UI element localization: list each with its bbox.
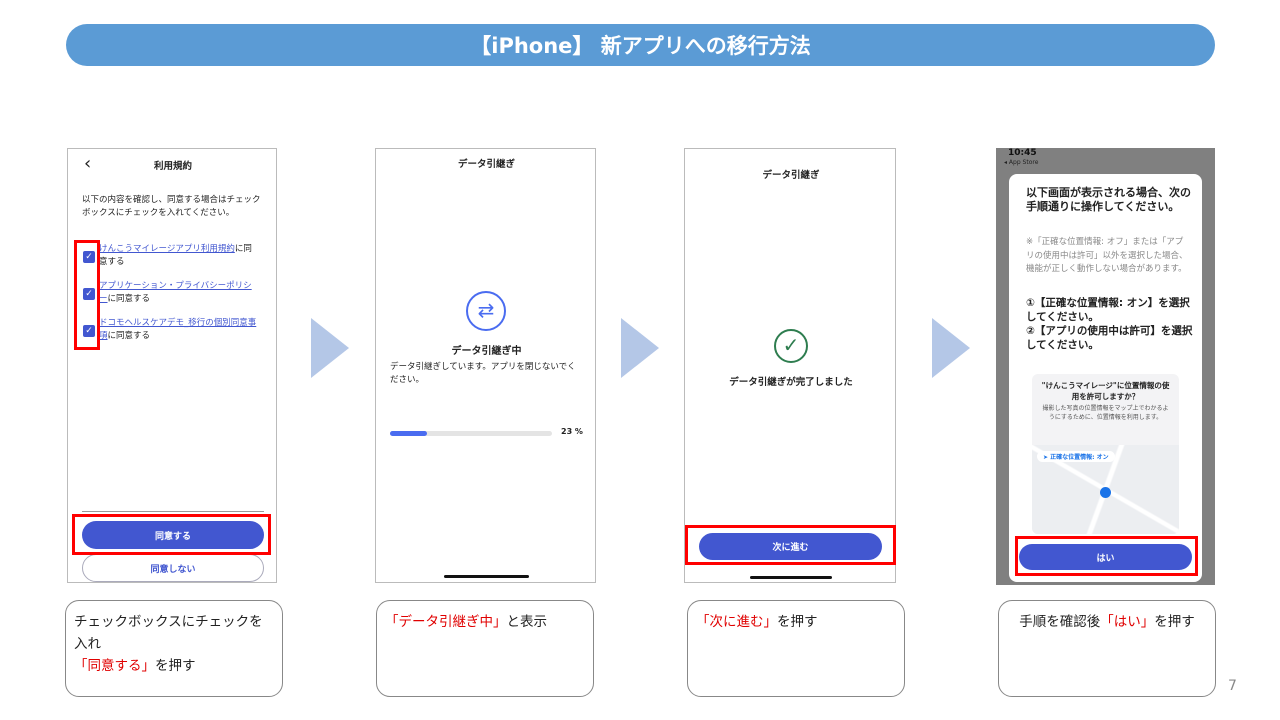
agree-suffix: に同意する: [107, 331, 151, 341]
screen-header: データ引継ぎ: [457, 159, 515, 170]
agreement-3: ドコモヘルスケアデモ_移行の個別同意事項に同意する: [99, 317, 264, 343]
step-1: ①【正確な位置情報: オン】を選択してください。: [1026, 297, 1190, 323]
transfer-icon: ⇄: [466, 291, 506, 331]
highlight-agree: [72, 514, 271, 555]
precise-label: 正確な位置情報: オン: [1050, 454, 1109, 461]
modal-note: ※「正確な位置情報: オフ」または「アプリの使用中は許可」以外を選択した場合、機…: [1026, 237, 1188, 274]
checkbox-3[interactable]: ✓: [83, 325, 95, 337]
page-number: 7: [1228, 678, 1237, 694]
caption-highlight: 「同意する」: [74, 658, 155, 674]
progress-bar: [390, 431, 552, 436]
progress-fill: [390, 431, 428, 436]
intro-text: 以下の内容を確認し、同意する場合はチェックボックスにチェックを入れてください。: [82, 195, 261, 218]
arrow-right-icon: [932, 318, 970, 378]
agree-suffix: に同意する: [107, 294, 151, 304]
screen-location: 10:45 ◂ App Store 以下画面が表示される場合、次の手順通りに操作…: [996, 148, 1215, 585]
transfer-heading: データ引継ぎ中: [451, 346, 522, 357]
agreement-2: アプリケーション・プライバシーポリシーに同意する: [99, 280, 259, 306]
complete-message: データ引継ぎが完了しました: [729, 377, 853, 388]
agreement-1: けんこうマイレージアプリ利用規約に同意する: [99, 243, 259, 269]
screen-transferring: データ引継ぎ ⇄ データ引継ぎ中 データ引継ぎしています。アプリを閉じないでくだ…: [375, 148, 596, 583]
check-circle-icon: ✓: [774, 329, 808, 363]
checkbox-1[interactable]: ✓: [83, 251, 95, 263]
page-title: 【iPhone】 新アプリへの移行方法: [66, 24, 1215, 66]
screen-complete: データ引継ぎ ✓ データ引継ぎが完了しました 次に進む: [684, 148, 896, 583]
arrow-right-icon: [311, 318, 349, 378]
checkbox-2[interactable]: ✓: [83, 288, 95, 300]
caption-step-2: 「データ引継ぎ中」と表示: [376, 600, 594, 697]
screen-terms: ‹ 利用規約 以下の内容を確認し、同意する場合はチェックボックスにチェックを入れ…: [67, 148, 277, 583]
caption-highlight: 「データ引継ぎ中」: [385, 614, 507, 630]
next-button[interactable]: 次に進む: [699, 533, 882, 560]
home-indicator: [750, 576, 832, 579]
caption-text: と表示: [506, 614, 548, 630]
caption-text: を押す: [155, 658, 196, 674]
caption-text: を押す: [777, 614, 818, 630]
caption-text: チェックボックスにチェックを入れ: [74, 614, 263, 652]
location-dot: [1100, 487, 1111, 498]
agree-suffix: に同意する: [99, 244, 252, 267]
dialog-body: 撮影した写真の位置情報をマップ上でわかるようにするために、位置情報を利用します。: [1042, 405, 1169, 421]
screen-header: データ引継ぎ: [762, 170, 820, 181]
consent-link[interactable]: ドコモヘルスケアデモ_移行の個別同意事項: [99, 318, 257, 341]
arrow-right-icon: [621, 318, 659, 378]
yes-button[interactable]: はい: [1019, 544, 1192, 570]
caption-step-3: 「次に進む」を押す: [687, 600, 905, 697]
caption-highlight: 「次に進む」: [696, 614, 777, 630]
status-time: 10:45: [1008, 148, 1037, 158]
highlight-checkboxes: [74, 240, 100, 350]
permission-dialog-image: "けんこうマイレージ"に位置情報の使用を許可しますか？ 撮影した写真の位置情報を…: [1032, 374, 1179, 534]
privacy-link[interactable]: アプリケーション・プライバシーポリシー: [99, 281, 252, 304]
screen-header: 利用規約: [153, 161, 192, 172]
highlight-next: [685, 525, 896, 565]
back-icon[interactable]: ‹: [84, 153, 92, 174]
precise-location-toggle[interactable]: ➤ 正確な位置情報: オン: [1037, 451, 1115, 462]
modal-card: 以下画面が表示される場合、次の手順通りに操作してください。 ※「正確な位置情報:…: [1009, 174, 1202, 582]
caption-step-1: チェックボックスにチェックを入れ「同意する」を押す: [65, 600, 283, 697]
highlight-yes: [1015, 536, 1198, 576]
dialog-title: "けんこうマイレージ"に位置情報の使用を許可しますか？: [1041, 381, 1170, 401]
step-2: ②【アプリの使用中は許可】を選択してください。: [1026, 325, 1193, 351]
divider: [82, 511, 264, 512]
modal-heading: 以下画面が表示される場合、次の手順通りに操作してください。: [1026, 186, 1191, 213]
agree-button[interactable]: 同意する: [82, 521, 264, 549]
caption-text: を押す: [1154, 614, 1195, 630]
progress-label: 23 %: [561, 427, 583, 436]
caption-step-4: 手順を確認後「はい」を押す: [998, 600, 1216, 697]
back-to-app-store[interactable]: ◂ App Store: [1004, 159, 1039, 166]
caption-highlight: 「はい」: [1100, 614, 1155, 630]
caption-text: 手順を確認後: [1019, 614, 1101, 630]
disagree-button[interactable]: 同意しない: [82, 554, 264, 582]
home-indicator: [444, 575, 529, 578]
transfer-body: データ引継ぎしています。アプリを閉じないでください。: [390, 362, 576, 385]
terms-link[interactable]: けんこうマイレージアプリ利用規約: [99, 244, 235, 254]
